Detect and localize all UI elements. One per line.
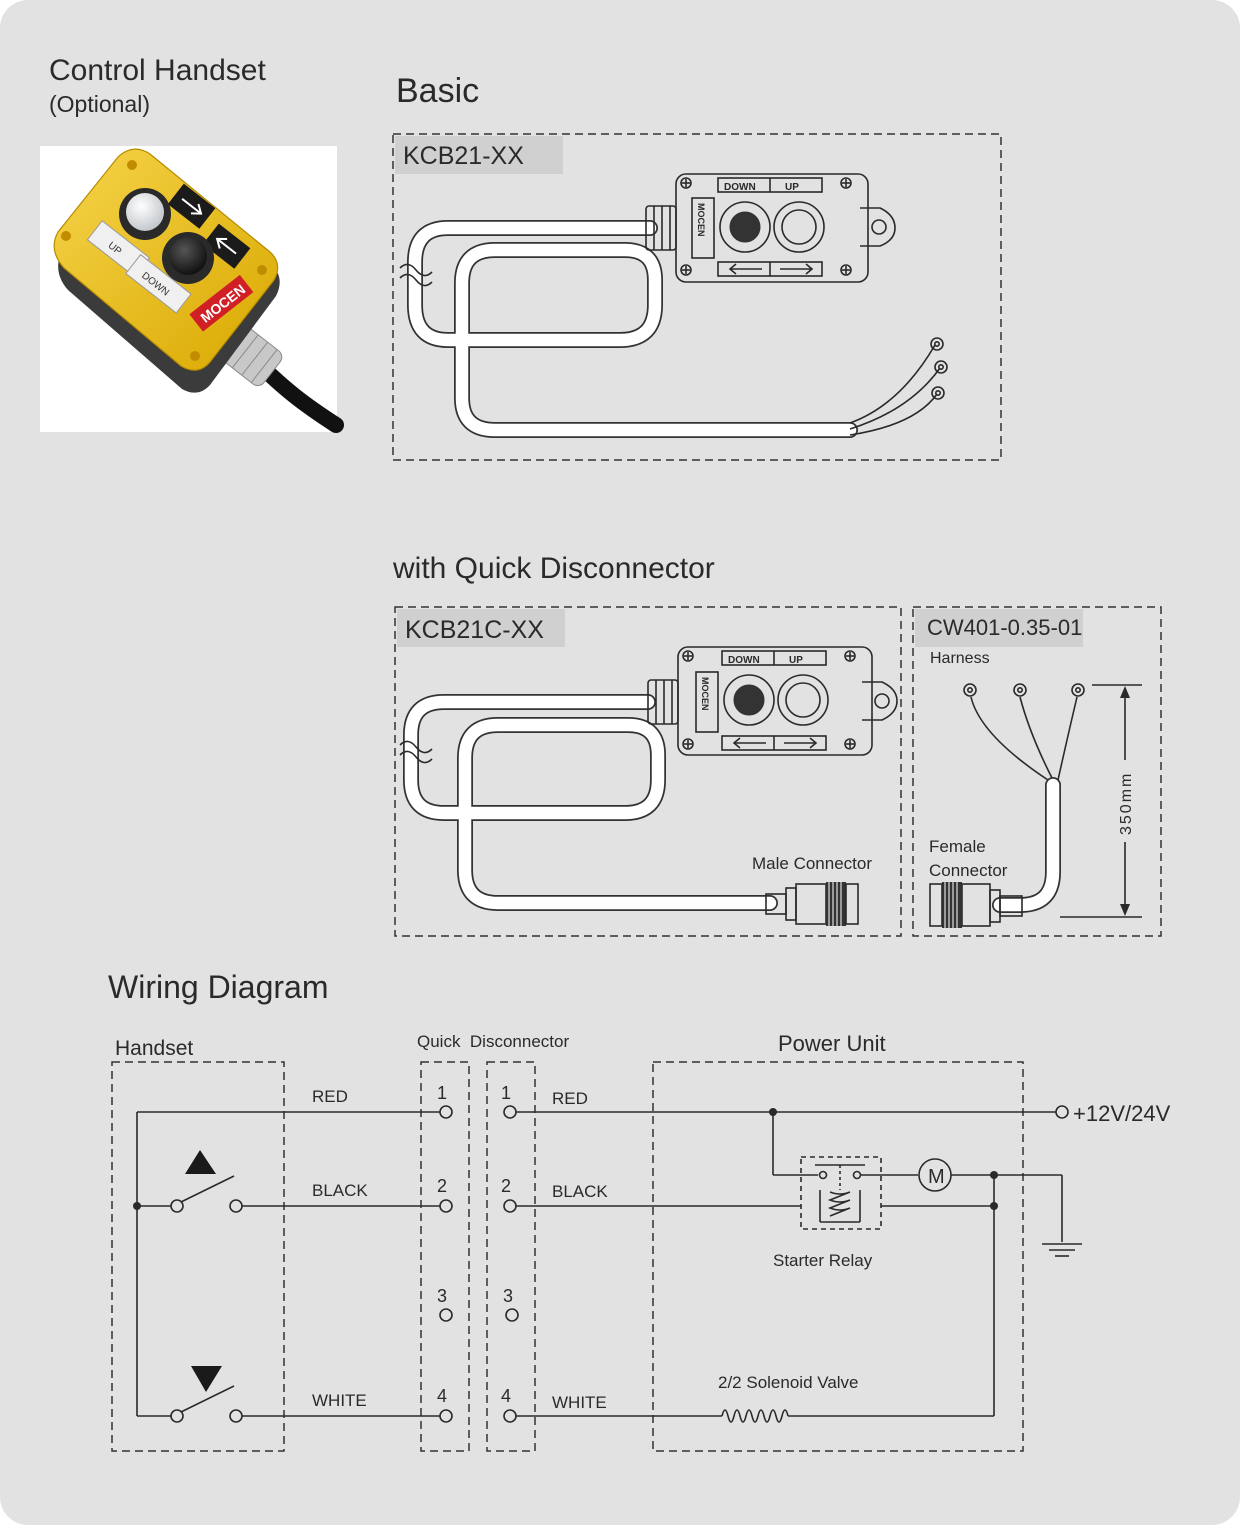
basic-frame (392, 133, 1002, 461)
pin-3-left: 3 (437, 1286, 447, 1306)
solenoid-coil-icon (721, 1409, 789, 1423)
female-connector-label-1: Female (929, 837, 986, 856)
pin-4-right: 4 (501, 1386, 511, 1406)
quick-model-tag (397, 609, 565, 647)
harness-frame (912, 606, 1162, 937)
handset-section-label: Handset (115, 1037, 193, 1060)
photo-black-button (169, 237, 207, 275)
handset-frame (111, 1061, 285, 1452)
harness-length: 350mm (1118, 772, 1135, 835)
male-connector (765, 882, 859, 926)
supply-label: +12V/24V (1073, 1101, 1171, 1126)
basic-heading: Basic (396, 72, 479, 110)
quick-frame (394, 606, 902, 937)
up-arrow-icon (185, 1150, 216, 1174)
photo-white-button (126, 193, 164, 231)
quick-panel-up: UP (789, 655, 803, 666)
basic-panel-up: UP (785, 182, 799, 193)
quick-disconnector-label: Quick Disconnector (417, 1032, 569, 1051)
motor-label: M (928, 1166, 945, 1188)
pin-1-left: 1 (437, 1083, 447, 1103)
qd-frame-right (486, 1061, 536, 1452)
wiring-title: Wiring Diagram (108, 969, 328, 1005)
page-subtitle: (Optional) (49, 91, 150, 117)
basic-brand: MOCEN (696, 203, 706, 237)
qd-frame-left (420, 1061, 470, 1452)
basic-model-tag (395, 136, 563, 174)
basic-model: KCB21-XX (403, 142, 524, 170)
page-title: Control Handset (49, 54, 266, 87)
pin-1-right: 1 (501, 1083, 511, 1103)
quick-heading: with Quick Disconnector (392, 552, 715, 585)
quick-panel-down: DOWN (728, 655, 760, 666)
handset-wiring (133, 1111, 440, 1423)
basic-panel-down: DOWN (724, 182, 756, 193)
wire-red-left: RED (312, 1087, 348, 1106)
wire-white-left: WHITE (312, 1391, 367, 1410)
harness-drawing (929, 683, 1142, 928)
female-connector-label-2: Connector (929, 861, 1008, 880)
pin-2-right: 2 (501, 1176, 511, 1196)
harness-model: CW401-0.35-01 (927, 615, 1082, 640)
quick-model: KCB21C-XX (405, 616, 544, 644)
power-unit-wiring (516, 1105, 1082, 1423)
basic-cable (399, 220, 948, 438)
wire-red-right: RED (552, 1089, 588, 1108)
pin-2-left: 2 (437, 1176, 447, 1196)
quick-handset: DOWN UP MOCEN (647, 646, 898, 756)
power-unit-frame (652, 1061, 1024, 1452)
harness-model-tag (915, 609, 1083, 647)
starter-relay-label: Starter Relay (773, 1251, 873, 1270)
solenoid-valve-label: 2/2 Solenoid Valve (718, 1373, 859, 1392)
pin-3-right: 3 (503, 1286, 513, 1306)
harness-label: Harness (930, 650, 990, 667)
wire-black-right: BLACK (552, 1182, 608, 1201)
quick-cable (399, 694, 778, 911)
wire-white-right: WHITE (552, 1393, 607, 1412)
power-unit-label: Power Unit (778, 1031, 886, 1056)
male-connector-label: Male Connector (752, 854, 872, 873)
down-arrow-icon (191, 1366, 222, 1392)
wire-black-left: BLACK (312, 1181, 368, 1200)
basic-handset: DOWN UP MOCEN (645, 173, 896, 283)
quick-brand: MOCEN (700, 677, 710, 711)
pin-4-left: 4 (437, 1386, 447, 1406)
handset-photo: UP DOWN MOCEN (40, 146, 344, 433)
